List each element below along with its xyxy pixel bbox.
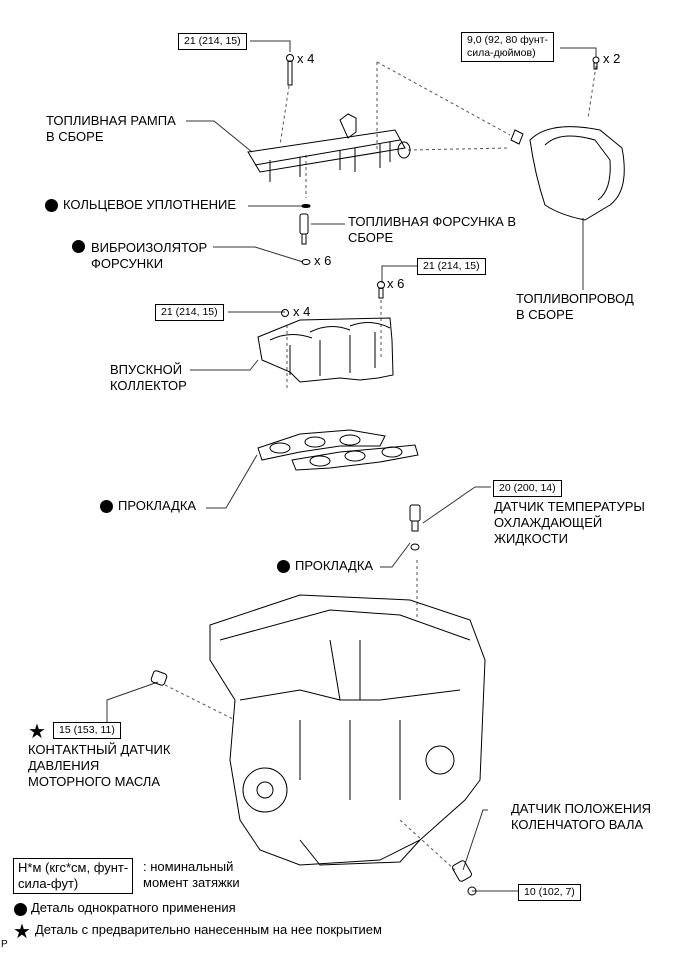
label-crank-position-sensor: ДАТЧИК ПОЛОЖЕНИЯ КОЛЕНЧАТОГО ВАЛА	[511, 801, 652, 832]
precoated-legend-icon: ★	[13, 921, 31, 943]
fasteners	[150, 54, 600, 896]
label-gasket-sensor: ПРОКЛАДКА	[295, 558, 374, 573]
label-gasket-manifold: ПРОКЛАДКА	[118, 498, 197, 513]
fuel-pipe-drawing	[510, 126, 625, 221]
label-coolant-temp-sensor: ДАТЧИК ТЕМПЕРАТУРЫ ОХЛАЖДАЮЩЕЙ ЖИДКОСТИ	[494, 499, 645, 546]
torque-manifold-nut: 21 (214, 15)	[155, 304, 224, 321]
label-fuel-injector: ТОПЛИВНАЯ ФОРСУНКА В СБОРЕ	[348, 214, 517, 245]
label-fuel-rail: ТОПЛИВНАЯ РАМПА В СБОРЕ	[46, 113, 176, 144]
label-oil-pressure-switch: КОНТАКТНЫЙ ДАТЧИК ДАВЛЕНИЯ МОТОРНОГО МАС…	[28, 742, 171, 789]
torque-coolant-sensor: 20 (200, 14)	[493, 480, 562, 497]
leader-lines	[103, 40, 597, 892]
intake-gasket-drawing	[257, 429, 419, 471]
fuel-rail-drawing	[247, 113, 411, 182]
qty-insulator: x 6	[314, 253, 332, 268]
label-o-ring: КОЛЬЦЕВОЕ УПЛОТНЕНИЕ	[63, 197, 237, 212]
legend-unit-description: : номинальный момент затяжки	[143, 859, 240, 890]
engine-drawing	[209, 594, 486, 866]
label-injector-vibration-insulator: ВИБРОИЗОЛЯТОР ФОРСУНКИ	[91, 240, 208, 271]
alignment-lines	[164, 61, 597, 871]
intake-manifold-drawing	[257, 317, 394, 383]
torque-fuel-pipe-bolt: 9,0 (92, 80 фунт- сила-дюймов)	[461, 32, 554, 62]
non-reusable-icon	[45, 199, 58, 212]
non-reusable-icon	[277, 560, 290, 573]
torque-oil-switch: 15 (153, 11)	[53, 722, 121, 739]
corner-mark: P	[1, 939, 8, 950]
torque-fuel-rail-bolt: 21 (214, 15)	[178, 33, 247, 50]
legend-non-reusable: Деталь однократного применения	[31, 900, 236, 915]
non-reusable-legend-icon	[14, 903, 27, 916]
torque-crank-sensor-bolt: 10 (102, 7)	[518, 884, 581, 901]
legend-precoated: Деталь с предварительно нанесенным на не…	[35, 922, 382, 937]
torque-manifold-bolt: 21 (214, 15)	[417, 258, 486, 275]
qty-fuel-pipe-bolt: x 2	[603, 51, 621, 66]
label-intake-manifold: ВПУСКНОЙ КОЛЛЕКТОР	[110, 362, 187, 393]
non-reusable-icon	[72, 240, 85, 253]
non-reusable-icon	[100, 500, 113, 513]
qty-fuel-rail-bolt: x 4	[297, 51, 315, 66]
legend-unit-box: Н*м (кгс*см, фунт- сила-фут)	[13, 858, 134, 894]
qty-manifold-bolt: x 6	[387, 276, 405, 291]
precoated-icon: ★	[28, 721, 46, 743]
qty-manifold-nut: x 4	[293, 304, 311, 319]
label-fuel-pipe: ТОПЛИВОПРОВОД В СБОРЕ	[516, 291, 634, 322]
